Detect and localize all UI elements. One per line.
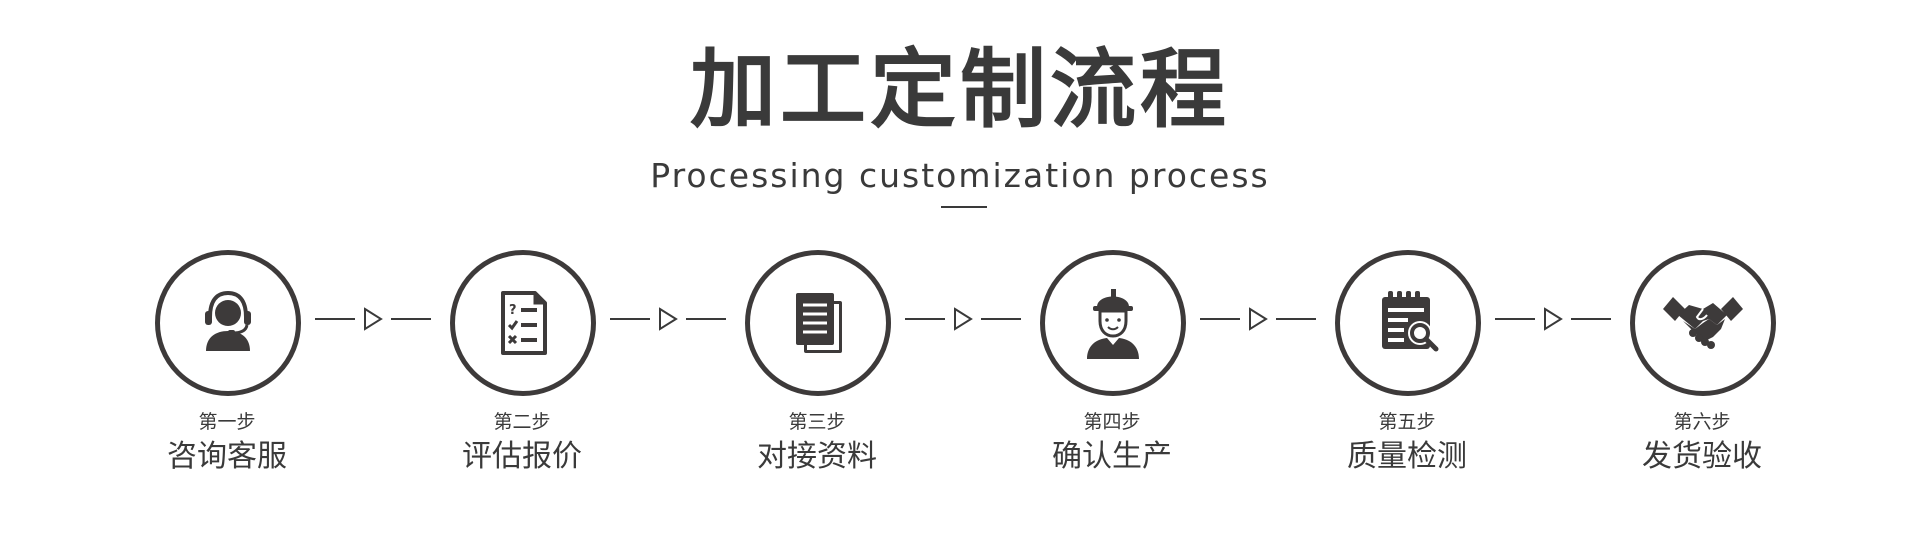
documents-stack-icon (796, 293, 842, 353)
connector-arrow-4 (1198, 302, 1318, 336)
step-3-circle (745, 250, 891, 396)
checklist-document-icon: ? (501, 291, 547, 355)
step-3: 第三步 对接资料 (697, 248, 937, 488)
svg-text:?: ? (509, 303, 517, 318)
title-divider (941, 206, 987, 208)
step-3-name: 对接资料 (757, 439, 877, 474)
step-1-circle (155, 250, 301, 396)
connector-arrow-5 (1493, 302, 1613, 336)
connector-arrow-1 (313, 302, 433, 336)
header: 加工定制流程 Processing customization process (0, 40, 1920, 196)
step-6-circle (1630, 250, 1776, 396)
step-5-circle (1335, 250, 1481, 396)
inspection-magnifier-icon (1382, 291, 1439, 352)
connector-arrow-3 (903, 302, 1023, 336)
step-2-circle: ? (450, 250, 596, 396)
customer-service-headset-icon (205, 290, 251, 351)
step-2: ? 第二步 评估报价 (402, 248, 642, 488)
step-6-number: 第六步 (1673, 411, 1731, 433)
step-2-number: 第二步 (493, 411, 551, 433)
step-4-circle (1040, 250, 1186, 396)
step-6-name: 发货验收 (1642, 439, 1762, 474)
page-title: 加工定制流程 (690, 40, 1230, 140)
step-4: 第四步 确认生产 (992, 248, 1232, 488)
step-4-name: 确认生产 (1052, 439, 1172, 474)
step-1-name: 咨询客服 (167, 439, 287, 474)
step-5-name: 质量检测 (1347, 439, 1467, 474)
connector-arrow-2 (608, 302, 728, 336)
step-3-number: 第三步 (788, 411, 846, 433)
page-subtitle: Processing customization process (650, 156, 1270, 195)
step-4-number: 第四步 (1083, 411, 1141, 433)
step-1: 第一步 咨询客服 (107, 248, 347, 488)
step-6: 第六步 发货验收 (1582, 248, 1822, 488)
step-1-number: 第一步 (198, 411, 256, 433)
worker-helmet-icon (1087, 289, 1139, 359)
handshake-icon (1663, 297, 1743, 349)
step-5: 第五步 质量检测 (1287, 248, 1527, 488)
step-2-name: 评估报价 (462, 439, 582, 474)
step-5-number: 第五步 (1378, 411, 1436, 433)
